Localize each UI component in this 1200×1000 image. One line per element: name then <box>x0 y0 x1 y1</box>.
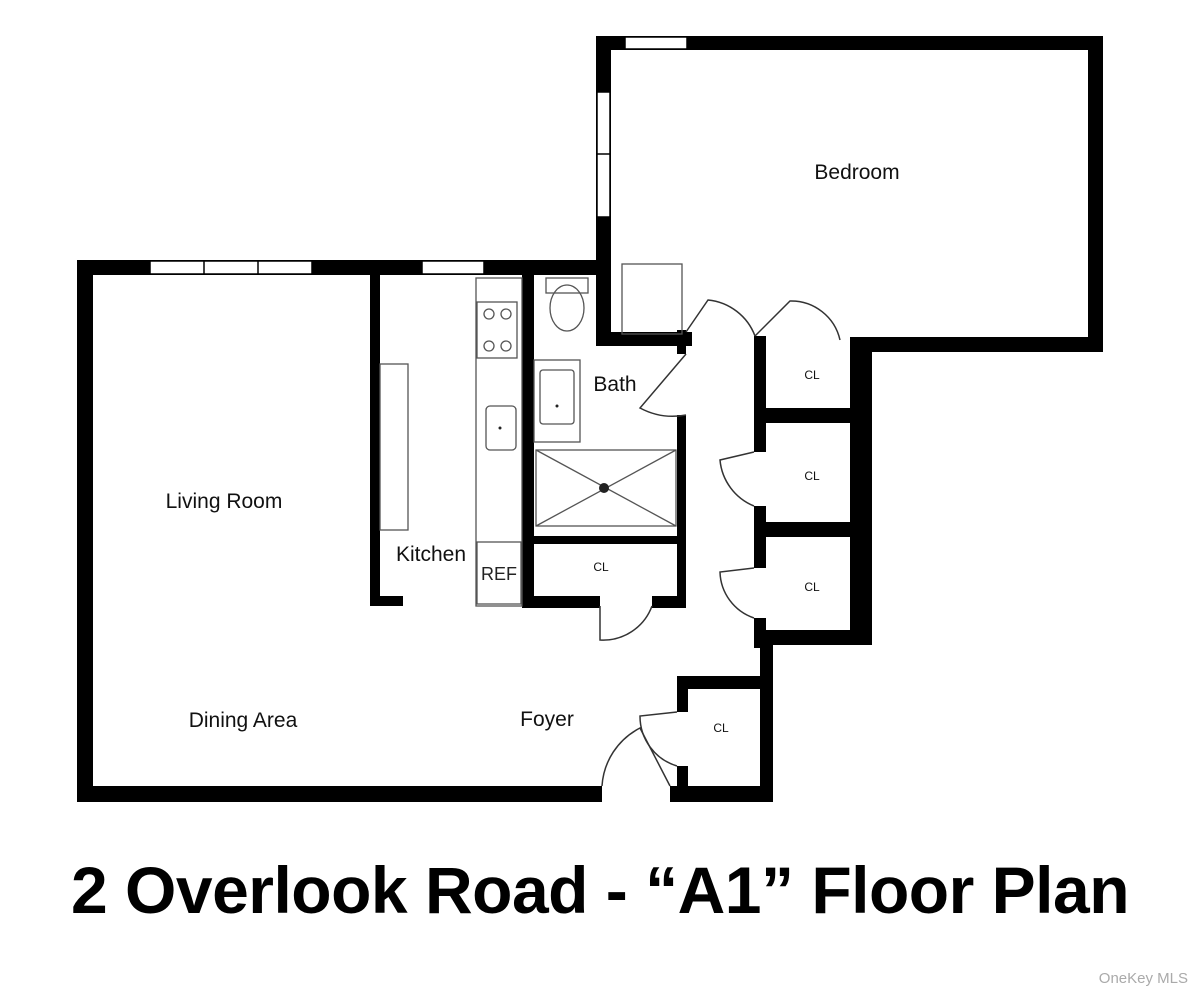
kitchen-island <box>379 363 409 531</box>
room-labels: Bedroom Bath Living Room Kitchen REF Din… <box>166 161 900 735</box>
kitchen-counter <box>475 277 523 607</box>
dining-area-label: Dining Area <box>189 709 298 732</box>
refrigerator-icon <box>476 541 522 605</box>
toilet-bowl-icon <box>549 284 585 332</box>
bedroom-fixture <box>621 263 683 335</box>
closet-label: CL <box>804 580 820 594</box>
toilet-tank-icon <box>545 277 589 294</box>
bath-sink-icon <box>539 369 575 425</box>
bath-label: Bath <box>593 373 636 396</box>
closet-label: CL <box>804 469 820 483</box>
kitchen-sink-icon <box>485 405 517 451</box>
walls <box>77 36 1103 802</box>
closet-label: CL <box>713 721 729 735</box>
ref-label: REF <box>481 564 517 584</box>
doors <box>599 299 841 787</box>
bath-vanity <box>533 359 581 443</box>
page-title: 2 Overlook Road - “A1” Floor Plan <box>70 853 1130 927</box>
shower-icon <box>535 449 677 527</box>
floor-plan: Bedroom Bath Living Room Kitchen REF Din… <box>77 36 1103 802</box>
closet-label: CL <box>804 368 820 382</box>
closet-label: CL <box>593 560 609 574</box>
windows <box>149 36 688 275</box>
stove-icon <box>476 301 518 359</box>
kitchen-label: Kitchen <box>396 543 466 566</box>
bedroom-label: Bedroom <box>814 161 899 184</box>
foyer-label: Foyer <box>520 708 574 731</box>
living-room-label: Living Room <box>166 490 283 513</box>
watermark: OneKey MLS <box>1098 970 1188 987</box>
